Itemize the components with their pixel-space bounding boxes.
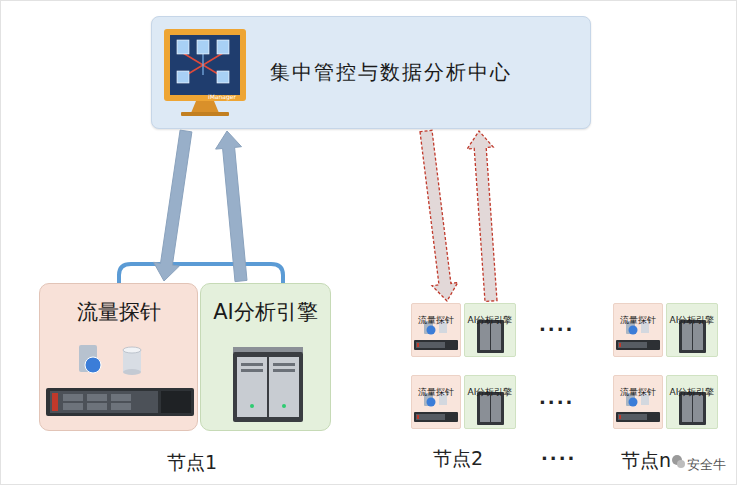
label-slot: 节点1: [167, 450, 217, 476]
drive-bay: [87, 403, 107, 410]
drive-bay: [87, 394, 107, 401]
node-text: AI分析引擎: [468, 386, 513, 399]
blade-light: [282, 404, 286, 408]
node-text: 流量探针: [620, 314, 656, 327]
node-text: 集中管控与数据分析中心: [270, 59, 512, 86]
drive-bay: [63, 394, 83, 401]
ellipsis-mark: ....: [539, 387, 574, 408]
block-arrow: [216, 131, 247, 282]
dashed-block-arrow: [420, 130, 458, 301]
globe: [85, 357, 101, 373]
label-slot: ....: [539, 314, 574, 335]
disk-top: [123, 347, 141, 353]
node-text: 流量探针: [418, 314, 454, 327]
blade-light: [250, 404, 254, 408]
screen-link: [202, 53, 203, 75]
ai-icon: [679, 392, 706, 425]
screen-server: [197, 40, 209, 54]
drive-bay: [63, 403, 83, 410]
probe-icon: [616, 393, 660, 423]
monitor-screen: [170, 35, 240, 95]
blade-chassis: [233, 352, 303, 422]
label-slot: iManager: [208, 84, 236, 103]
probe-icon: [414, 321, 458, 351]
blade: [237, 357, 267, 417]
rack-server: [46, 388, 194, 416]
node-text: AI分析引擎: [670, 314, 715, 327]
ellipsis-mark: ....: [539, 314, 574, 335]
blade-vent: [241, 369, 263, 372]
watermark: 安全牛: [687, 456, 726, 474]
label-slot: 节点2: [433, 446, 483, 472]
monitor-stand: [191, 101, 219, 113]
label-slot: ....: [539, 387, 574, 408]
monitor-frame: [164, 29, 246, 101]
ai-icon: [477, 392, 504, 425]
monitor-base: [181, 112, 229, 116]
screen-server: [217, 40, 229, 54]
ellipsis-mark: ....: [541, 443, 576, 464]
node-caption: 节点n: [621, 448, 671, 474]
blade: [269, 357, 299, 417]
screen-server: [177, 40, 189, 54]
ai-icon: [477, 320, 504, 353]
ai-icon: [679, 320, 706, 353]
probe-icon: [616, 321, 660, 351]
watermark-icon: [677, 460, 685, 468]
rack-light: [52, 393, 58, 411]
rack-vent: [161, 391, 191, 413]
label-slot: 节点n: [621, 448, 671, 474]
drive-bay: [111, 403, 131, 410]
screen-server: [217, 71, 229, 83]
screen-caption: iManager: [208, 93, 236, 100]
node-text: AI分析引擎: [670, 386, 715, 399]
disk-bottom: [123, 369, 141, 375]
node-text: 流量探针: [418, 386, 454, 399]
block-arrow: [154, 130, 192, 281]
node-text: AI分析引擎: [213, 298, 318, 326]
label-slot: ....: [541, 443, 576, 464]
node-text: 流量探针: [620, 386, 656, 399]
dashed-block-arrow: [467, 131, 497, 301]
blade-vent: [273, 363, 295, 366]
node-text: AI分析引擎: [468, 314, 513, 327]
node-text: 流量探针: [77, 298, 161, 326]
node-caption: 节点1: [167, 450, 217, 476]
label-slot: 安全牛: [687, 454, 726, 474]
drive-bay: [111, 394, 131, 401]
blade-vent: [241, 363, 263, 366]
screen-server: [177, 71, 189, 83]
probe-icon: [414, 393, 458, 423]
node-caption: 节点2: [433, 446, 483, 472]
group-bracket: [119, 264, 283, 283]
rack-bezel: [50, 391, 158, 413]
blade-vent: [273, 369, 295, 372]
